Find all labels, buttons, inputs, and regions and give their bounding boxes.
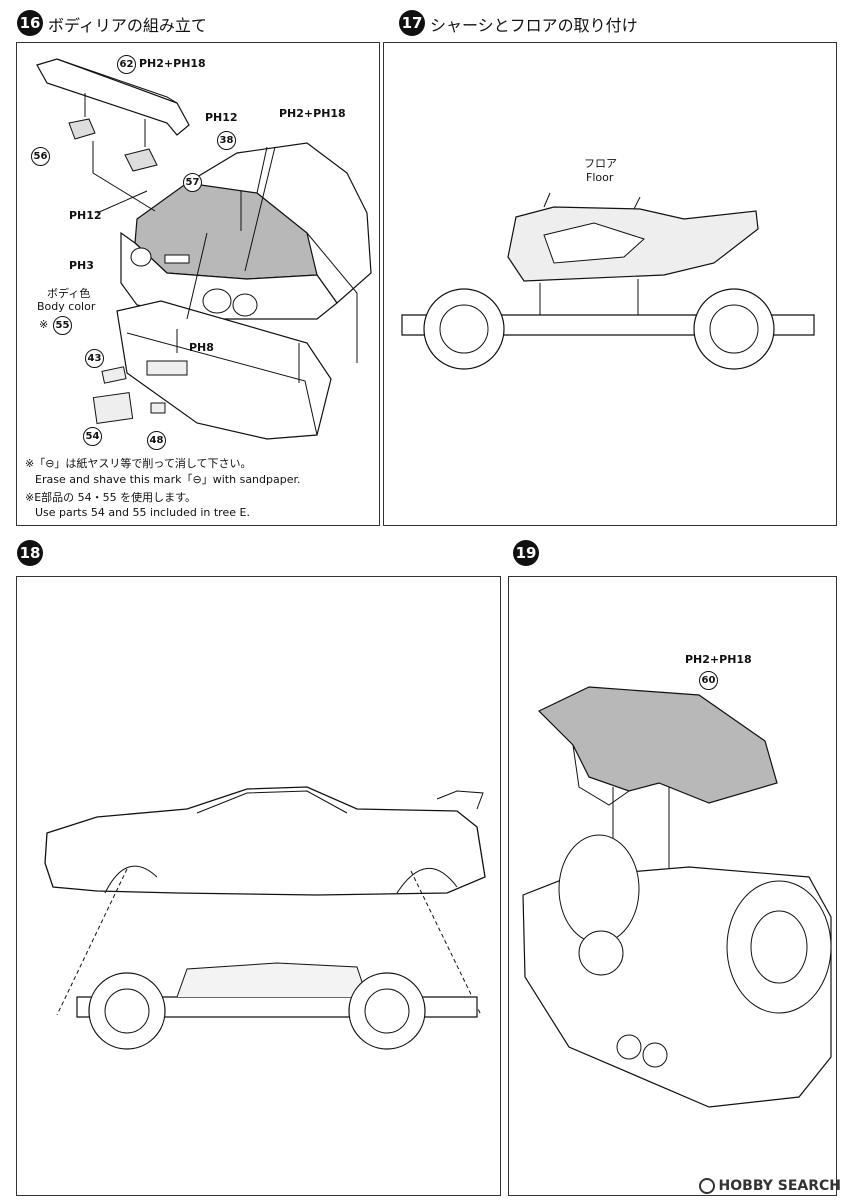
hobby-search-logo-icon: [698, 1178, 715, 1194]
step-17-title: シャーシとフロアの取り付け: [430, 16, 638, 35]
body-paint-reference: PH2+PH18: [279, 107, 346, 120]
floor-label-en: Floor: [586, 171, 614, 184]
part-43-number: 43: [85, 349, 104, 368]
body-chassis-drawing: [44, 786, 486, 1050]
step-18-badge: 18: [17, 540, 43, 566]
garnish-paint-reference: PH3: [69, 259, 94, 272]
step-16-badge: 16: [17, 10, 43, 36]
wing-paint-reference: PH2+PH18: [139, 57, 206, 70]
part-57-number: 57: [183, 173, 202, 192]
step-17-badge: 17: [399, 10, 425, 36]
part-55-star: ※: [39, 318, 49, 331]
panel-step-17: フロア Floor: [383, 42, 837, 526]
stay-paint-reference-left: PH12: [69, 209, 102, 222]
panel-step-18: [16, 576, 501, 1196]
rear-panel-paint-reference: PH2+PH18: [685, 653, 752, 666]
note-erase-mark-en: Erase and shave this mark「⊖」with sandpap…: [35, 473, 301, 486]
body-rear-assembly-drawing: [36, 58, 372, 440]
stay-paint-reference-top: PH12: [205, 111, 238, 124]
floor-label-jp: フロア: [584, 157, 617, 170]
part-60-number: 60: [699, 671, 718, 690]
note-tree-e-en: Use parts 54 and 55 included in tree E.: [35, 506, 250, 519]
step-19-badge: 19: [513, 540, 539, 566]
note-tree-e-jp: ※E部品の 54・55 を使用します。: [25, 491, 197, 504]
panel-step-16: 62 PH2+PH18 PH2+PH18 PH12 38 56 57 PH12 …: [16, 42, 380, 526]
watermark: HOBBY SEARCH: [698, 1178, 841, 1194]
bumper-paint-reference: PH8: [189, 341, 214, 354]
watermark-text: HOBBY SEARCH: [718, 1178, 841, 1194]
part-55-number: 55: [53, 316, 72, 335]
part-48-number: 48: [147, 431, 166, 450]
body-color-label-en: Body color: [37, 300, 96, 313]
part-62-number: 62: [117, 55, 136, 74]
panel-step-19: PH2+PH18 60: [508, 576, 837, 1196]
rear-panel-drawing: [522, 686, 832, 1108]
body-color-label-jp: ボディ色: [47, 287, 91, 300]
chassis-floor-drawing: [401, 192, 815, 370]
part-56-number: 56: [31, 147, 50, 166]
part-54-number: 54: [83, 427, 102, 446]
note-erase-mark-jp: ※「⊖」は紙ヤスリ等で削って消して下さい。: [25, 457, 252, 470]
step-16-title: ボディリアの組み立て: [48, 16, 207, 35]
part-38-number: 38: [217, 131, 236, 150]
